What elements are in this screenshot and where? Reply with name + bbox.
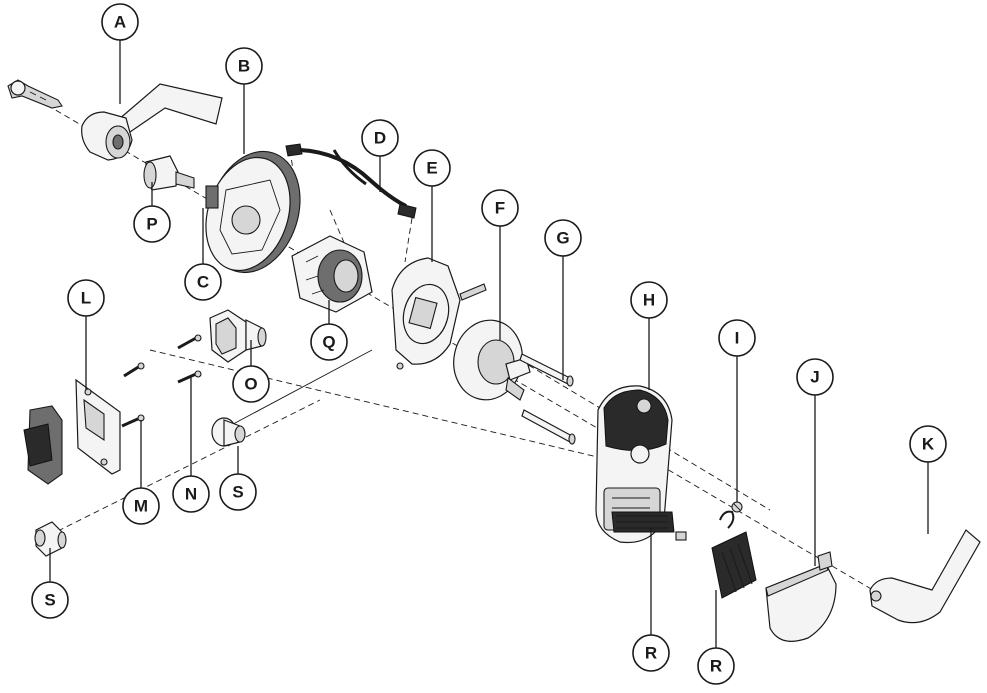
- cable-route-line-3: [329, 209, 346, 246]
- inside-rose-part: [453, 319, 531, 401]
- callout-label: Q: [322, 333, 335, 352]
- callout-label: S: [44, 591, 55, 610]
- callout-K: K: [909, 425, 947, 463]
- callout-label: I: [735, 329, 740, 348]
- callout-D: D: [361, 119, 399, 157]
- callout-label: B: [238, 57, 250, 76]
- callout-I: I: [718, 319, 756, 357]
- callout-label: C: [197, 273, 209, 292]
- callout-label: D: [374, 129, 386, 148]
- callout-label: M: [134, 497, 148, 516]
- callout-label: N: [185, 485, 197, 504]
- strike-plate-part: [23, 378, 121, 485]
- callout-label: S: [232, 483, 243, 502]
- callout-R-housing: R: [632, 634, 670, 672]
- callout-R-battery: R: [697, 647, 735, 685]
- callout-label: A: [114, 13, 126, 32]
- callout-J: J: [796, 358, 834, 396]
- callout-label: R: [710, 657, 722, 676]
- callout-A: A: [101, 3, 139, 41]
- outside-rose-part: [205, 150, 301, 274]
- mounting-plate-part: [221, 257, 461, 431]
- screws-part: [121, 334, 202, 428]
- callout-label: J: [810, 368, 819, 387]
- callout-F: F: [481, 189, 519, 227]
- callout-label: F: [495, 199, 505, 218]
- callout-leaders: [49, 40, 929, 648]
- latch-part: [209, 309, 267, 363]
- callout-B: B: [225, 47, 263, 85]
- spindle-axis-line: [39, 399, 321, 541]
- callout-S-button: S: [219, 473, 257, 511]
- callout-G: G: [544, 219, 582, 257]
- callout-label: P: [146, 215, 157, 234]
- callout-L: L: [67, 279, 105, 317]
- callout-label: R: [645, 644, 657, 663]
- key-part: [7, 79, 63, 109]
- callout-E: E: [413, 149, 451, 187]
- clutch-assembly-part: [291, 235, 373, 313]
- cable-part: [285, 143, 417, 219]
- callout-label: L: [81, 289, 91, 308]
- push-button-part: [211, 417, 246, 447]
- callout-S-spindle: S: [31, 581, 69, 619]
- spindle-part: [34, 521, 67, 557]
- callout-label: H: [643, 291, 655, 310]
- main-axis-line: [29, 94, 891, 601]
- callout-C: C: [184, 263, 222, 301]
- callout-label: K: [922, 435, 935, 454]
- mounting-bolts-part: [459, 283, 576, 445]
- callout-O: O: [232, 365, 270, 403]
- lever-handle-part: [81, 83, 223, 161]
- inside-lever-part: [869, 529, 981, 624]
- callout-M: M: [122, 487, 160, 525]
- callout-N: N: [172, 475, 210, 513]
- callout-label: G: [556, 229, 569, 248]
- callout-Q: Q: [310, 323, 348, 361]
- callout-H: H: [630, 281, 668, 319]
- battery-holder-part: [611, 510, 757, 599]
- callout-label: E: [426, 159, 437, 178]
- cable-route-line-2: [404, 217, 413, 263]
- callout-label: O: [244, 375, 257, 394]
- callout-P: P: [133, 205, 171, 243]
- cover-screw-part: [731, 501, 743, 513]
- cylinder-part: [143, 155, 195, 191]
- latch-axis-line: [149, 349, 611, 461]
- battery-cover-part: [765, 551, 837, 642]
